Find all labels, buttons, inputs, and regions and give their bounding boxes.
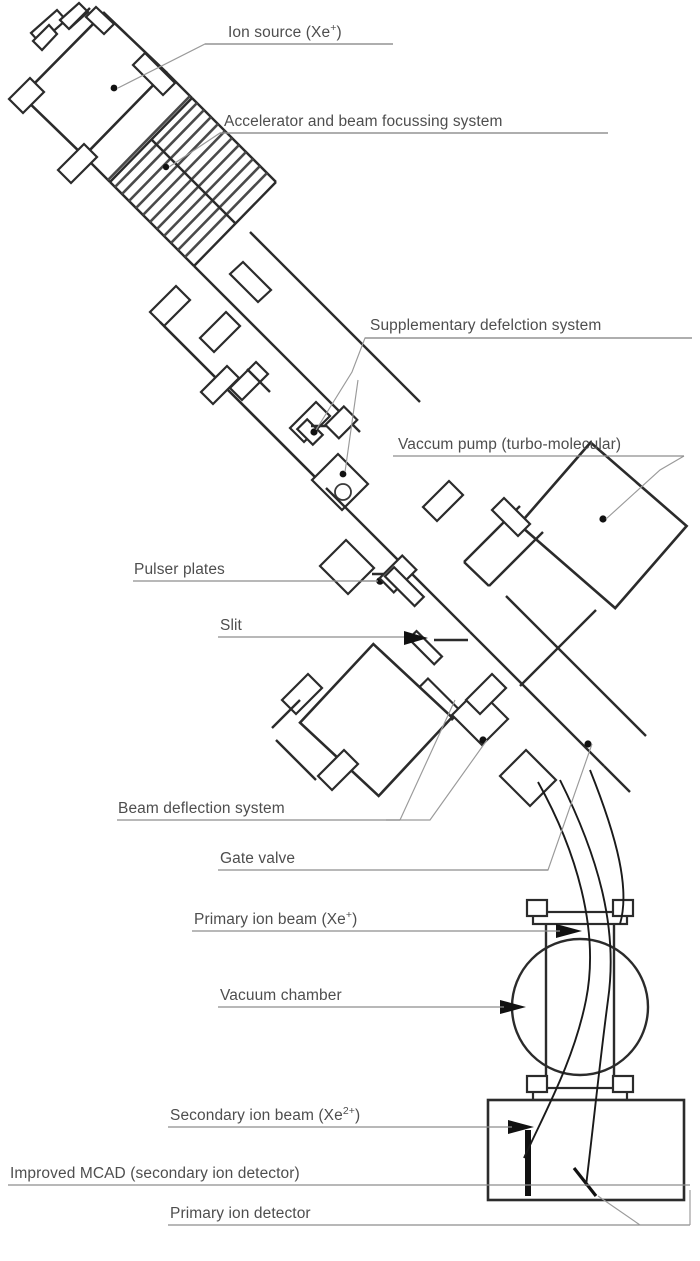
label-secondary-ion-beam: Secondary ion beam (Xe2+)	[170, 1104, 361, 1124]
label-ion-source: Ion source (Xe+)	[228, 21, 342, 41]
beam-deflection-chamber	[271, 642, 454, 798]
label-primary-beam-charge: +	[345, 908, 353, 921]
label-secondary-beam-text: Secondary ion beam (Xe	[170, 1107, 343, 1124]
label-primary-ion-detector: Primary ion detector	[170, 1205, 311, 1222]
leader-lines	[8, 43, 692, 1226]
beam-trajectories	[523, 769, 625, 1187]
label-ion-source-text: Ion source (Xe	[228, 24, 331, 41]
pump-tube-flanges	[421, 479, 465, 523]
primary-detector-bar	[572, 1167, 598, 1197]
label-primary-ion-beam: Primary ion beam (Xe+)	[194, 908, 358, 928]
supplementary-deflection-system	[199, 360, 370, 512]
accelerator-column	[56, 95, 277, 328]
label-ion-source-charge: +	[330, 21, 337, 34]
label-secondary-beam-charge: 2+	[342, 1104, 355, 1117]
vacuum-chamber-assembly	[500, 898, 650, 1102]
ion-source-assembly	[7, 1, 193, 183]
label-primary-beam-paren: )	[352, 911, 358, 928]
turbo-molecular-pump	[463, 440, 689, 687]
label-vacuum-pump: Vaccum pump (turbo-molecular)	[398, 436, 622, 453]
label-mcad-detector: Improved MCAD (secondary ion detector)	[10, 1165, 300, 1182]
label-secondary-beam-paren: )	[354, 1107, 361, 1124]
label-beam-deflection: Beam deflection system	[118, 800, 285, 817]
label-supplementary-deflection: Supplementary defelction system	[370, 317, 602, 334]
label-ion-source-paren: )	[336, 24, 342, 41]
label-accelerator: Accelerator and beam focussing system	[224, 113, 503, 130]
gate-valve-section	[464, 595, 647, 808]
label-gate-valve: Gate valve	[220, 850, 296, 867]
label-vacuum-chamber: Vacuum chamber	[220, 987, 342, 1004]
label-slit: Slit	[220, 617, 242, 634]
label-primary-beam-text: Primary ion beam (Xe	[194, 911, 346, 928]
label-pulser-plates: Pulser plates	[134, 561, 225, 578]
